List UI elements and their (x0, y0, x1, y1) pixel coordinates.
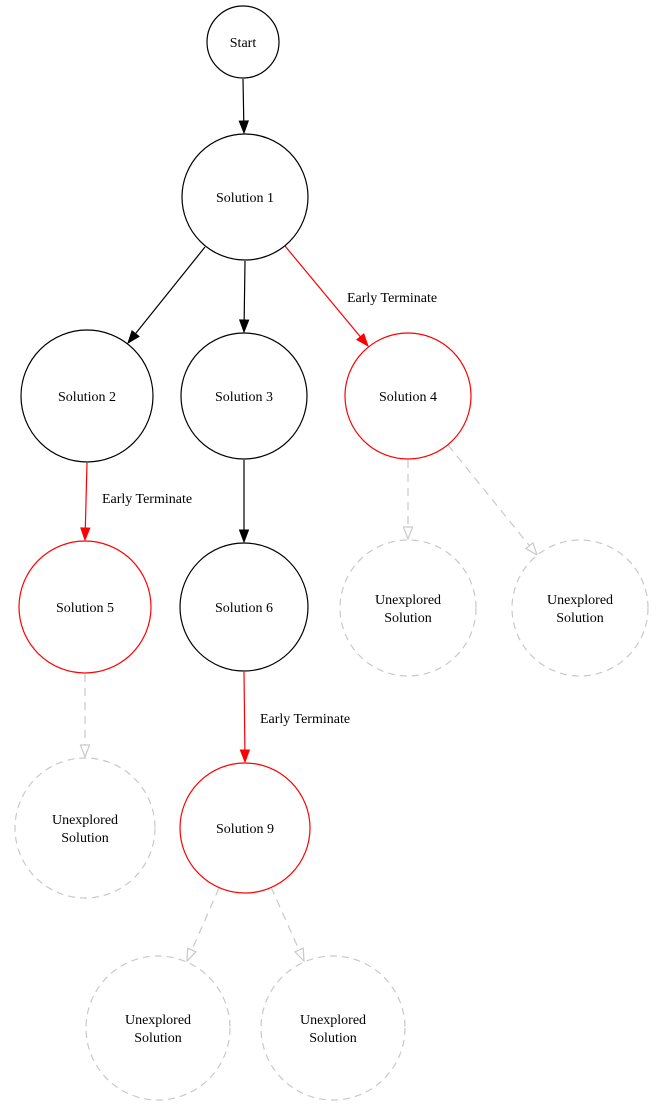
arrowhead-icon (238, 120, 249, 135)
edge-line (243, 260, 246, 321)
edge-line (135, 246, 206, 335)
edge-solution-3-to-solution-6 (238, 460, 250, 544)
arrowhead-icon (238, 529, 250, 544)
node-solution-5: Solution 5 (18, 540, 152, 674)
arrowhead-icon (238, 319, 250, 334)
node-solution-9: Solution 9 (179, 762, 311, 894)
node-solution-3: Solution 3 (180, 332, 308, 460)
node-circle (180, 332, 308, 460)
edge-label: Early Terminate (102, 492, 192, 507)
node-solution-6: Solution 6 (179, 542, 309, 672)
node-circle (260, 955, 406, 1101)
node-circle (14, 757, 156, 899)
node-circle (344, 332, 472, 460)
node-circle (179, 762, 311, 894)
node-solution-1: Solution 1 (181, 133, 309, 261)
edge-solution-2-to-solution-5: Early Terminate (80, 462, 192, 542)
edge-solution-6-to-solution-9: Early Terminate (239, 671, 350, 764)
edge-solution-1-to-solution-4: Early Terminate (284, 245, 437, 348)
edge-solution-9-to-unexplored-4 (186, 887, 220, 963)
node-start: Start (206, 5, 280, 79)
edge-line (84, 462, 88, 529)
edge-line (284, 245, 361, 338)
node-solution-4: Solution 4 (344, 332, 472, 460)
node-label: Start (230, 36, 257, 51)
arrowhead-icon (524, 541, 539, 557)
edge-start-to-solution-1 (238, 78, 249, 135)
edge-solution-5-to-unexplored-3 (79, 674, 91, 759)
edge-solution-1-to-solution-3 (238, 260, 250, 334)
edge-label: Early Terminate (347, 291, 437, 306)
arrowhead-icon (239, 749, 251, 764)
arrowhead-icon (402, 526, 414, 541)
node-label: Solution 1 (216, 191, 274, 206)
arrowhead-icon (355, 333, 369, 348)
edge-line (242, 78, 245, 122)
node-label: Solution 6 (215, 601, 273, 616)
node-circle (339, 539, 477, 677)
node-label: Solution 3 (215, 390, 273, 405)
edge-line (447, 444, 530, 547)
arrowhead-icon (80, 527, 91, 542)
arrowhead-icon (293, 947, 305, 963)
node-circle (179, 542, 309, 672)
edge-solution-4-to-unexplored-1 (402, 460, 414, 541)
arrowhead-icon (186, 947, 197, 963)
node-label: Solution 2 (58, 390, 116, 405)
edge-line (270, 886, 300, 951)
edge-solution-4-to-unexplored-2 (447, 444, 539, 557)
node-circle (511, 539, 649, 677)
edge-label: Early Terminate (260, 712, 350, 727)
node-circle (20, 329, 154, 463)
arrowhead-icon (127, 329, 140, 345)
node-solution-2: Solution 2 (20, 329, 154, 463)
node-circle (85, 955, 231, 1101)
node-label: Solution 4 (379, 390, 437, 405)
node-circle (18, 540, 152, 674)
edge-solution-9-to-unexplored-5 (270, 886, 305, 963)
arrowhead-icon (79, 744, 91, 759)
edge-line (243, 671, 246, 751)
edge-solution-1-to-solution-2 (127, 246, 206, 345)
node-label: Solution 9 (216, 822, 274, 837)
node-circle (206, 5, 280, 79)
node-circle (181, 133, 309, 261)
edge-line (191, 887, 220, 951)
node-label: Solution 5 (56, 601, 114, 616)
